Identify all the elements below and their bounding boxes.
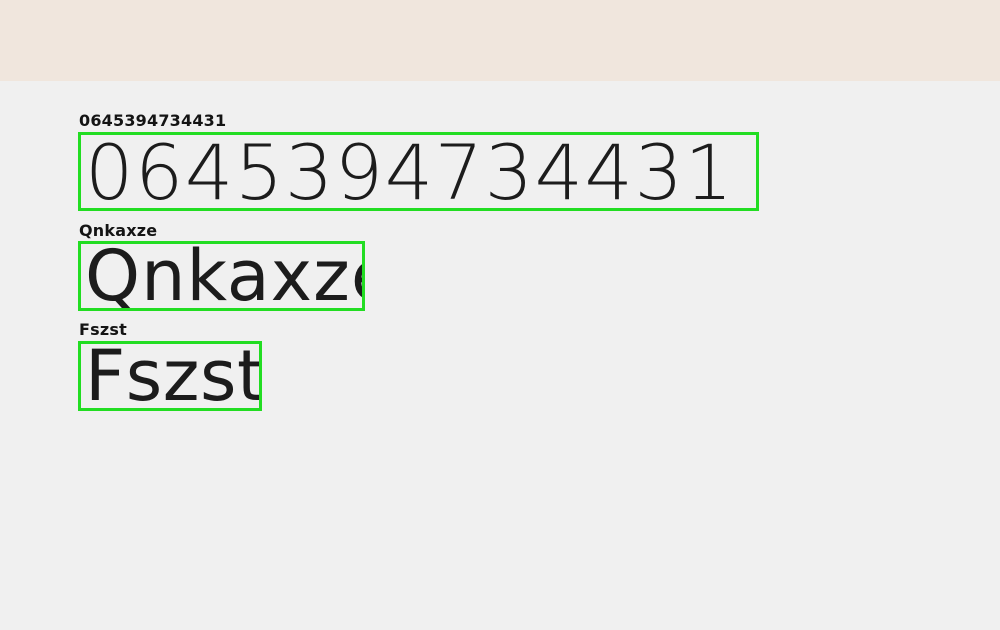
word-box-1: 0645394734431	[78, 132, 759, 211]
word-box-3: Fszst	[78, 341, 262, 411]
word-text-3: Fszst	[85, 341, 262, 411]
word-label-2: Qnkaxze	[79, 221, 158, 240]
word-box-2: Qnkaxze	[78, 241, 365, 311]
word-label-1: 0645394734431	[79, 111, 227, 130]
word-text-2: Qnkaxze	[85, 241, 365, 311]
word-label-3: Fszst	[79, 320, 127, 339]
top-band	[0, 0, 1000, 81]
word-text-1: 0645394734431	[85, 132, 735, 211]
